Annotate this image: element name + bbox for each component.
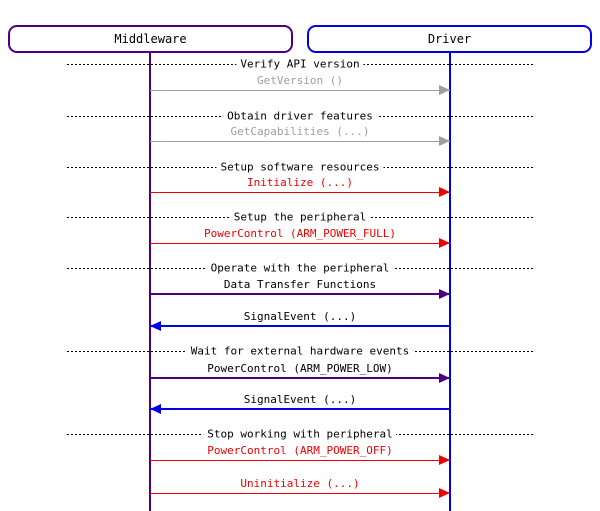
divider-label: Obtain driver features <box>223 109 377 123</box>
divider-label: Setup the peripheral <box>229 210 371 224</box>
message-label: SignalEvent (...) <box>243 393 357 406</box>
arrowhead-right-icon <box>439 289 450 299</box>
message-getversion: GetVersion () <box>150 73 450 95</box>
arrowhead-right-icon <box>439 85 450 95</box>
entity-box-middleware: Middleware <box>8 25 293 53</box>
entity-box-driver: Driver <box>307 25 592 53</box>
message-label: PowerControl (ARM_POWER_FULL) <box>203 227 397 240</box>
arrow-line <box>150 192 450 193</box>
divider-label: Wait for external hardware events <box>186 344 414 358</box>
message-signalevent-1: SignalEvent (...) <box>150 309 450 331</box>
arrowhead-right-icon <box>439 136 450 146</box>
arrowhead-right-icon <box>439 373 450 383</box>
divider-setup-the-peripheral: Setup the peripheral <box>67 210 533 224</box>
message-label: GetCapabilities (...) <box>230 125 370 138</box>
entity-label-driver: Driver <box>427 32 472 46</box>
arrow-line <box>150 493 450 494</box>
arrow-line <box>150 90 450 91</box>
arrowhead-left-icon <box>150 404 161 414</box>
message-getcapabilities: GetCapabilities (...) <box>150 124 450 146</box>
driver-lifeline <box>449 52 451 511</box>
middleware-lifeline <box>149 52 151 511</box>
message-label: Uninitialize (...) <box>240 477 360 490</box>
message-label: Initialize (...) <box>247 176 353 189</box>
divider-stop-working-with-peripheral: Stop working with peripheral <box>67 427 533 441</box>
message-label: SignalEvent (...) <box>243 310 357 323</box>
arrowhead-right-icon <box>439 187 450 197</box>
divider-label: Stop working with peripheral <box>203 427 397 441</box>
message-label: Data Transfer Functions <box>223 278 377 291</box>
message-powercontrol-full: PowerControl (ARM_POWER_FULL) <box>150 226 450 248</box>
divider-operate-with-the-peripheral: Operate with the peripheral <box>67 261 533 275</box>
arrowhead-right-icon <box>439 238 450 248</box>
arrowhead-right-icon <box>439 455 450 465</box>
arrow-line <box>150 325 450 327</box>
message-powercontrol-low: PowerControl (ARM_POWER_LOW) <box>150 361 450 383</box>
message-label: PowerControl (ARM_POWER_OFF) <box>207 444 393 457</box>
arrow-line <box>150 460 450 461</box>
message-data-transfer-functions: Data Transfer Functions <box>150 277 450 299</box>
arrow-line <box>150 243 450 244</box>
divider-label: Operate with the peripheral <box>206 261 394 275</box>
message-label: GetVersion () <box>256 74 344 87</box>
arrow-line <box>150 141 450 142</box>
divider-label: Setup software resources <box>216 160 384 174</box>
arrowhead-left-icon <box>150 321 161 331</box>
message-uninitialize: Uninitialize (...) <box>150 476 450 498</box>
arrowhead-right-icon <box>439 488 450 498</box>
divider-label: Verify API version <box>236 57 364 71</box>
arrow-line <box>150 377 450 379</box>
message-label: PowerControl (ARM_POWER_LOW) <box>207 362 393 375</box>
message-signalevent-2: SignalEvent (...) <box>150 392 450 414</box>
divider-obtain-driver-features: Obtain driver features <box>67 109 533 123</box>
divider-wait-for-external-hardware-events: Wait for external hardware events <box>67 344 533 358</box>
divider-setup-software-resources: Setup software resources <box>67 160 533 174</box>
divider-verify-api-version: Verify API version <box>67 57 533 71</box>
arrow-line <box>150 408 450 410</box>
entity-label-middleware: Middleware <box>114 32 187 46</box>
arrow-line <box>150 293 450 295</box>
message-initialize: Initialize (...) <box>150 175 450 197</box>
message-powercontrol-off: PowerControl (ARM_POWER_OFF) <box>150 443 450 465</box>
